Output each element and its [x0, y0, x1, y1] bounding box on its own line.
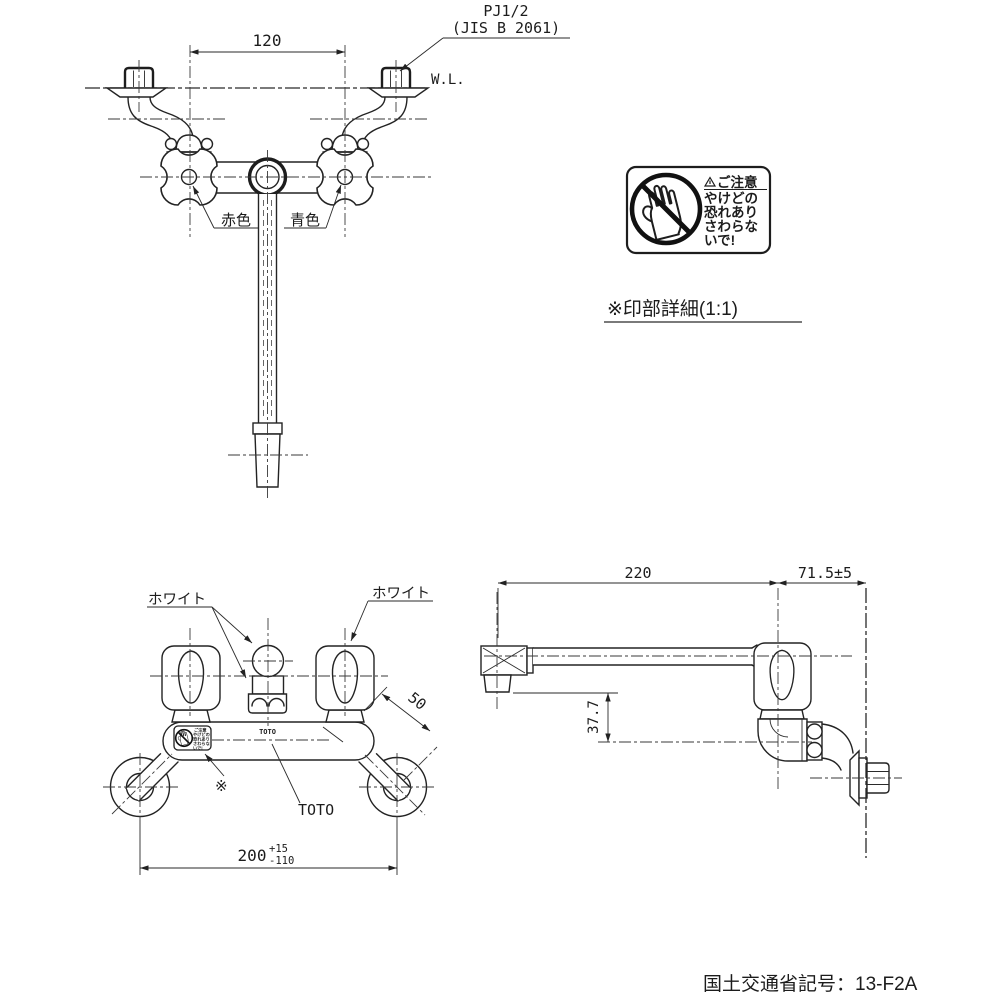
- brand-leader-text: TOTO: [298, 801, 334, 819]
- ref-mark: ※: [215, 778, 228, 795]
- left-lever-handle: [161, 645, 221, 723]
- dim-200-text: 200: [238, 846, 267, 865]
- brand-callout: TOTO: [271, 743, 334, 819]
- handle-bonnets: [164, 134, 370, 153]
- dim-71-5-text: 71.5±5: [798, 564, 852, 582]
- dim-120-text: 120: [253, 31, 282, 50]
- hot-label: 赤色: [221, 212, 251, 229]
- body-chamfer-line: [322, 726, 344, 743]
- wall-line-label: W.L.: [431, 72, 465, 88]
- diverter-knob: [247, 644, 288, 714]
- dim-37-7: 37.7: [513, 692, 618, 742]
- caution-line1: やけどの: [704, 191, 758, 206]
- thread-spec-callout: PJ1/2 (JIS B 2061): [399, 2, 570, 72]
- front-view-top: 120 PJ1/2 (JIS B 2061) W.L. 赤色 青色: [85, 2, 570, 500]
- mini-caution-line2: 恐れあり: [193, 736, 210, 743]
- dim-220: 220: [497, 564, 778, 638]
- dim-200-tol-upper: +15: [269, 843, 288, 855]
- approval-code: 国土交通省記号：13-F2A: [703, 973, 918, 995]
- faucet-body-bottom: [162, 721, 375, 761]
- warning-triangle-icon: [703, 176, 717, 187]
- bottom-arms: [125, 753, 412, 802]
- detail-note-text: ※印部詳細(1:1): [607, 298, 738, 320]
- caution-line4: いで!: [704, 233, 735, 248]
- caution-label-detail: ご注意 やけどの 恐れあり さわらな いで!: [625, 165, 772, 255]
- caution-heading: ご注意: [717, 174, 758, 190]
- front-view-bottom: ご注意 やけどの 恐れあり さわらな いで! TOTO: [103, 586, 438, 875]
- center-lines-top: [108, 45, 432, 500]
- mini-caution-heading: ご注意: [194, 727, 207, 734]
- side-handle: [753, 642, 812, 711]
- dim-120: 120: [190, 31, 345, 55]
- detail-note: ※印部詳細(1:1): [604, 298, 802, 323]
- white-label-right: ホワイト: [372, 586, 430, 602]
- caution-line2: 恐れあり: [704, 205, 758, 220]
- caution-text-block: ご注意 やけどの 恐れあり さわらな いで!: [703, 174, 767, 248]
- mini-caution-line4: いで!: [193, 745, 203, 751]
- side-view: 220 71.5±5 37.7: [480, 564, 902, 858]
- ref-mark-callout: ※: [204, 753, 228, 795]
- supply-pipe-inner: [821, 757, 842, 771]
- aerator-side-view: [483, 674, 512, 693]
- white-label-left: ホワイト: [148, 592, 206, 608]
- wall-flanges: [104, 66, 431, 98]
- center-lines-bottom: [103, 618, 434, 820]
- white-label-right-callout: ホワイト: [350, 586, 433, 642]
- dim-71-5: 71.5±5: [778, 564, 866, 586]
- white-label-left-callout: ホワイト: [147, 592, 253, 679]
- no-touch-icon: [629, 172, 703, 246]
- brand-logo-small: TOTO: [259, 728, 276, 736]
- supply-pipe-outer: [821, 723, 854, 754]
- dim-200-tol-lower: -110: [269, 855, 294, 867]
- mini-caution-label: ご注意 やけどの 恐れあり さわらな いで!: [173, 725, 212, 751]
- dim-50-text: 50: [404, 688, 429, 713]
- dim-200: 200 +15 -110: [139, 820, 398, 875]
- mini-caution-line1: やけどの: [193, 731, 210, 738]
- dim-37-7-text: 37.7: [586, 700, 602, 734]
- thread-spec-line1: PJ1/2: [483, 2, 528, 20]
- mini-caution-line3: さわらな: [193, 740, 210, 747]
- hot-label-callout: 赤色: [192, 185, 258, 229]
- dim-220-text: 220: [624, 564, 651, 582]
- caution-line3: さわらな: [704, 219, 758, 234]
- center-lines-side: [484, 588, 902, 858]
- thread-spec-line2: (JIS B 2061): [452, 19, 560, 37]
- side-spout: [480, 644, 758, 693]
- cold-label-callout: 青色: [284, 184, 342, 229]
- cold-label: 青色: [290, 212, 320, 229]
